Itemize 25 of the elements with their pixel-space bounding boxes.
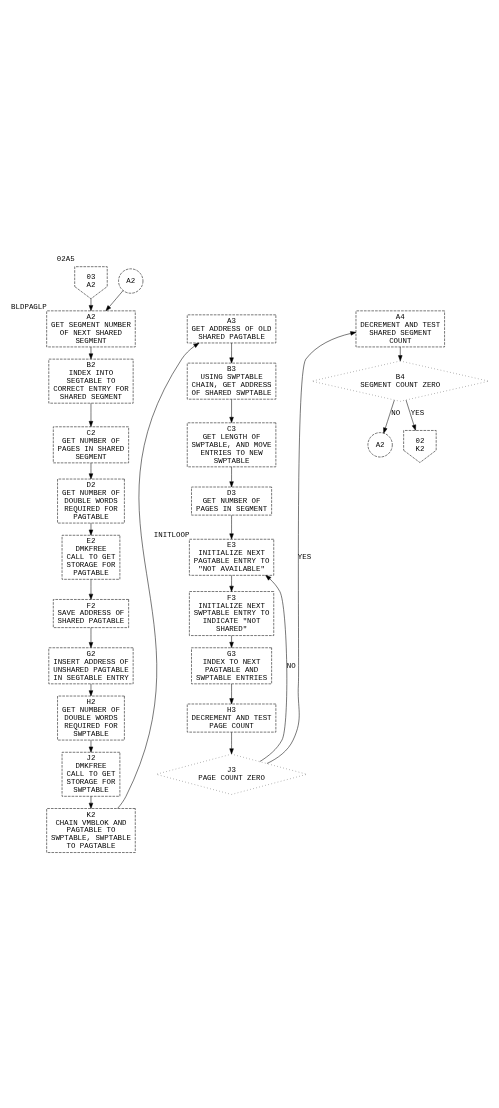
arrow: [266, 331, 356, 764]
arrow: [88, 298, 93, 311]
arrow: [228, 514, 234, 540]
arrow: [88, 522, 93, 536]
arrow: [88, 739, 93, 753]
arrow: [88, 346, 93, 360]
arrow: [228, 683, 234, 705]
arrow: [88, 462, 93, 480]
arrow: [228, 575, 234, 592]
arrow: [228, 342, 234, 364]
arrow: [228, 731, 234, 755]
arrow: [88, 579, 93, 600]
arrow: [228, 466, 234, 488]
arrow: [116, 342, 199, 809]
arrow: [397, 346, 402, 362]
arrow: [88, 796, 93, 809]
arrow: [105, 290, 123, 312]
arrow: [88, 627, 93, 648]
arrow: [228, 635, 234, 648]
arrow: [405, 399, 416, 431]
arrow: [88, 683, 93, 697]
arrow: [88, 402, 93, 427]
arrow: [382, 399, 395, 434]
arrow: [259, 575, 287, 762]
arrow: [228, 399, 234, 423]
